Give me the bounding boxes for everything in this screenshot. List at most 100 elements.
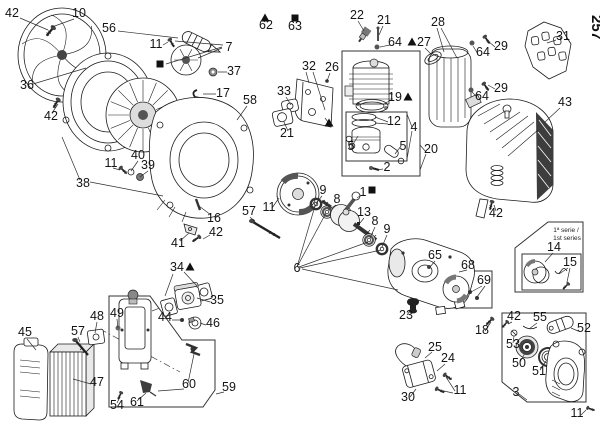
callout-24: 24 [441, 351, 455, 365]
callout-37: 37 [227, 64, 241, 78]
callout-14: 14 [547, 240, 561, 254]
crankshaft [321, 191, 378, 242]
callout-20: 20 [424, 142, 438, 156]
callout-1: 1 [360, 185, 367, 199]
callout-13: 13 [357, 205, 371, 219]
callout-63: 63 [288, 19, 302, 33]
screw-57-long [249, 218, 281, 240]
callout-4: 4 [411, 120, 418, 134]
choke-lever-61 [140, 380, 152, 393]
callout-11: 11 [105, 156, 118, 170]
stud-21 [376, 26, 380, 41]
lever-tail [149, 391, 157, 397]
callout-3: 3 [513, 385, 520, 399]
callout-59: 59 [222, 380, 236, 394]
callout-40: 40 [131, 148, 145, 162]
triangle-marker [185, 262, 195, 271]
filter-plate-48 [86, 328, 106, 346]
bracket-41 [183, 223, 198, 236]
nut-64a [469, 40, 475, 46]
callout-31: 31 [556, 29, 570, 43]
starter-housing [545, 340, 586, 402]
circlip-5a [345, 135, 353, 143]
clutch-spring-15 [554, 268, 568, 274]
square-marker [156, 60, 164, 68]
callout-56: 56 [102, 21, 116, 35]
bearing-8b [361, 232, 377, 248]
small-fan-wheel [170, 44, 202, 76]
callout-23: 23 [399, 308, 413, 322]
callout-57: 57 [71, 324, 85, 338]
square-marker [368, 186, 376, 194]
screw-57-filter [72, 338, 89, 356]
wrist-pin-5 [384, 144, 399, 158]
plug-cap-25 [411, 347, 422, 358]
callout-38: 38 [76, 176, 90, 190]
callout-5: 5 [348, 139, 355, 153]
page-number: 257 [588, 15, 600, 40]
callout-15: 15 [563, 255, 577, 269]
callout-22: 22 [350, 8, 364, 22]
oil-seal-9b [375, 242, 389, 256]
callout-57: 57 [242, 204, 256, 218]
clip-17 [192, 89, 201, 99]
callout-11: 11 [263, 200, 276, 214]
series-label-line1: 1ª serie / [553, 227, 579, 234]
air-filter-cover [13, 337, 49, 421]
callout-49: 49 [110, 306, 124, 320]
bolt-2 [369, 166, 380, 171]
callout-5: 5 [400, 139, 407, 153]
rope-pulley-50 [515, 335, 539, 359]
callout-69: 69 [477, 273, 491, 287]
callout-11: 11 [454, 383, 467, 397]
callout-6: 6 [294, 261, 301, 275]
starter-box-3 [501, 312, 587, 403]
spark-plug [358, 26, 372, 43]
callout-12: 12 [387, 114, 401, 128]
nut-64-cylinder [374, 44, 380, 50]
screw-11-ign-a [441, 371, 454, 383]
callout-7: 7 [226, 40, 233, 54]
callout-29: 29 [494, 81, 508, 95]
callout-42: 42 [489, 206, 503, 220]
washer-37-hole [211, 70, 215, 74]
piston-rings-12 [351, 113, 377, 127]
callout-43: 43 [558, 95, 572, 109]
callout-27: 27 [417, 35, 431, 49]
callout-61: 61 [130, 395, 144, 409]
callout-44: 44 [158, 310, 172, 324]
callout-52: 52 [577, 321, 591, 335]
callout-30: 30 [401, 390, 415, 404]
callout-50: 50 [512, 356, 526, 370]
screw-15 [560, 280, 572, 292]
callout-58: 58 [243, 93, 257, 107]
engine-cover [465, 98, 554, 219]
callout-25: 25 [428, 340, 442, 354]
callout-8: 8 [372, 214, 379, 228]
spacer-21 [271, 108, 294, 127]
screw-44 [180, 318, 184, 322]
callout-21: 21 [377, 13, 391, 27]
carburetor [173, 282, 202, 310]
blower-housing [148, 97, 254, 223]
triangle-marker [403, 92, 413, 101]
callout-48: 48 [90, 309, 104, 323]
callout-47: 47 [90, 375, 104, 389]
carburetor-box-59 [108, 295, 216, 408]
callout-68: 68 [461, 258, 475, 272]
stud-65 [427, 265, 431, 269]
callout-19: 19 [388, 90, 402, 104]
callout-34: 34 [170, 260, 184, 274]
callout-33: 33 [277, 84, 291, 98]
leader-lines [19, 17, 587, 416]
mount-grommet-23 [407, 298, 419, 314]
cylinder [344, 58, 393, 105]
gasket-34a [160, 297, 178, 317]
callout-26: 26 [325, 60, 339, 74]
throttle-linkage [185, 342, 201, 357]
screw-53 [510, 329, 518, 337]
nut-64b [468, 87, 474, 93]
clutch [442, 274, 470, 304]
